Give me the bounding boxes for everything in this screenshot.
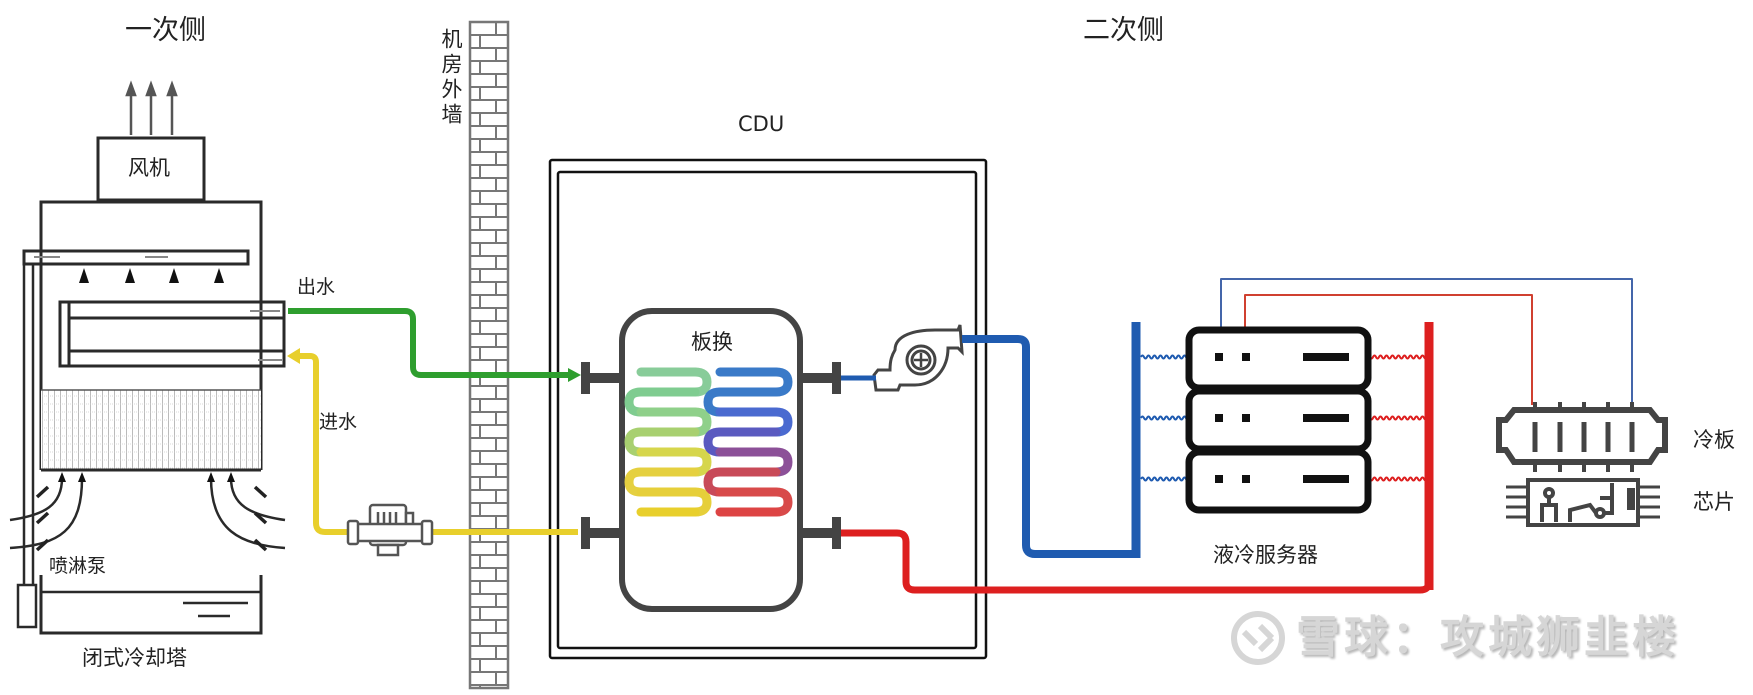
watermark: 雪球：攻城狮韭楼 [1230, 610, 1680, 666]
water-basin [39, 575, 263, 635]
cooling-tower-title: 闭式冷却塔 [82, 646, 187, 670]
channel-bend [694, 447, 712, 477]
secondary-serpentine-channel [703, 367, 793, 517]
chip-label: 芯片 [1693, 490, 1735, 514]
channel-bend [775, 407, 793, 437]
server-unit [1185, 448, 1372, 514]
wall-outline [468, 20, 510, 690]
channel-bend [694, 367, 712, 397]
plate-exchanger-label: 板换 [691, 330, 733, 354]
secondary-side-heading: 二次侧 [1083, 15, 1164, 46]
spray-pump-icon [16, 583, 38, 629]
inlet-label: 进水 [319, 411, 358, 433]
channel-bend [624, 467, 642, 497]
fill-media [41, 390, 261, 470]
servers-label: 液冷服务器 [1213, 543, 1318, 567]
chip-icon [1506, 478, 1660, 527]
server-port-indicator [1215, 353, 1223, 361]
spray-nozzles-icon [79, 268, 224, 283]
server-drive-slot [1303, 353, 1349, 361]
channel-bend [775, 447, 793, 477]
tower-casing [39, 200, 263, 470]
heat-coil [58, 300, 286, 368]
fan-label: 风机 [128, 156, 170, 180]
fan-box [96, 136, 206, 202]
cold-plate-icon [1496, 402, 1668, 472]
channel-bend [624, 387, 642, 417]
cold-plate-label: 冷板 [1693, 428, 1735, 452]
air-inlet-arrows-icon [9, 472, 286, 550]
cold-plate-supply-line [1220, 278, 1633, 405]
channel-bend [624, 427, 642, 457]
server-port-indicator [1242, 475, 1250, 483]
outlet-arrow-icon [568, 368, 581, 382]
cdu-enclosure [548, 158, 988, 660]
outlet-pipe [288, 308, 572, 378]
circulation-pump-icon [872, 324, 964, 392]
xueqiu-logo-icon [1231, 611, 1285, 665]
channel-bend [703, 387, 721, 417]
server-port-indicator [1242, 353, 1250, 361]
channel-bend [775, 487, 793, 517]
wall-label: 机房外墙 [439, 28, 463, 128]
machine-room-wall [468, 20, 510, 690]
channel-bend [694, 487, 712, 517]
cooling-tower [9, 80, 286, 635]
server-port-indicator [1215, 414, 1223, 422]
inlet-pipe [296, 353, 578, 535]
primary-side-heading: 一次侧 [125, 15, 206, 46]
server-drive-slot [1303, 414, 1349, 422]
cdu-title: CDU [738, 112, 785, 136]
channel-bend [694, 407, 712, 437]
primary-pump-icon [346, 503, 434, 557]
server-drive-slot [1303, 475, 1349, 483]
louvers [35, 485, 268, 552]
exhaust-arrows-icon [125, 80, 178, 135]
spray-pump-label: 喷淋泵 [49, 555, 107, 577]
outlet-label: 出水 [297, 276, 336, 298]
liquid-cooled-servers [1185, 326, 1372, 514]
primary-serpentine-channel [624, 367, 712, 517]
secondary-supply-pipe [962, 335, 1138, 558]
server-port-indicator [1242, 414, 1250, 422]
channel-bend [775, 367, 793, 397]
plate-heat-exchanger [581, 308, 841, 612]
inlet-arrow-icon [287, 348, 300, 364]
watermark-text: 雪球：攻城狮韭楼 [1296, 612, 1680, 663]
channel-bend [703, 467, 721, 497]
server-port-indicator [1215, 475, 1223, 483]
channel-bend [703, 427, 721, 457]
